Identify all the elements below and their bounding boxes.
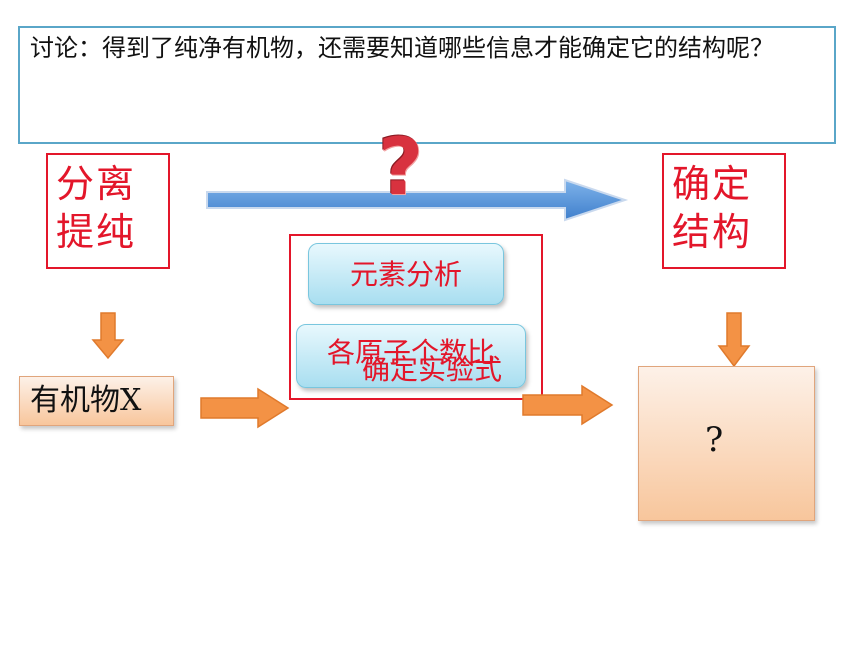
element-analysis-button[interactable]: 元素分析 bbox=[308, 243, 504, 305]
result-question-mark: ? bbox=[705, 420, 724, 460]
separation-box bbox=[46, 153, 170, 269]
discussion-question: 讨论：得到了纯净有机物，还需要知道哪些信息才能确定它的结构呢？ bbox=[30, 34, 774, 62]
blue-flow-arrow bbox=[205, 178, 629, 224]
organic-x-label: 有机物X bbox=[30, 383, 142, 418]
structure-box bbox=[662, 153, 786, 269]
structure-label: 确定 结构 bbox=[672, 160, 782, 256]
organic-x-box bbox=[19, 376, 174, 426]
right-arrow-1 bbox=[200, 387, 290, 429]
experimental-formula-label: 确定实验式 bbox=[362, 353, 503, 386]
analysis-box bbox=[289, 234, 543, 400]
question-mark: ? bbox=[378, 123, 424, 213]
structure-line-2: 结构 bbox=[672, 210, 753, 254]
atom-ratio-button[interactable]: 各原子个数比 bbox=[296, 324, 526, 388]
result-box bbox=[638, 366, 815, 521]
down-arrow-left bbox=[91, 312, 125, 360]
right-arrow-2 bbox=[522, 384, 614, 426]
structure-line-1: 确定 bbox=[672, 162, 753, 206]
separation-line-1: 分离 bbox=[56, 162, 137, 206]
discussion-box bbox=[18, 26, 836, 144]
separation-label: 分离 提纯 bbox=[56, 160, 166, 256]
separation-line-2: 提纯 bbox=[56, 210, 137, 254]
down-arrow-right bbox=[717, 312, 751, 368]
